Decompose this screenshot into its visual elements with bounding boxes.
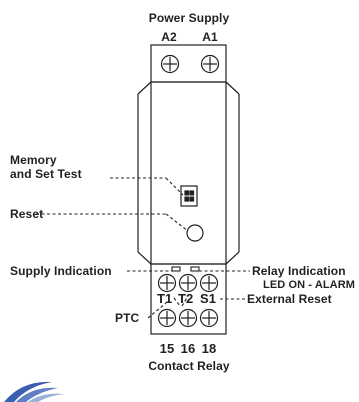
- screw-terminal-a1: [200, 54, 220, 74]
- terminal-a2-label: A2: [161, 30, 177, 44]
- terminal-18-label: 18: [201, 341, 217, 356]
- relay-led: [190, 266, 200, 272]
- screw-terminal-16: [178, 308, 198, 328]
- external-reset-label: External Reset: [247, 292, 332, 306]
- screw-terminal-t1: [157, 273, 177, 293]
- reset-label: Reset: [10, 207, 44, 221]
- screw-terminal-18: [199, 308, 219, 328]
- terminal-s1-label: S1: [200, 291, 217, 306]
- screw-terminal-t2: [178, 273, 198, 293]
- screw-terminal-a2: [160, 54, 180, 74]
- terminal-t2-label: T2: [178, 291, 194, 306]
- contact-relay-label: Contact Relay: [148, 359, 230, 373]
- terminal-15-label: 15: [159, 341, 175, 356]
- power-supply-label: Power Supply: [148, 11, 230, 25]
- memory-label: Memory: [10, 153, 57, 167]
- dip-switch-icon: [180, 185, 198, 207]
- supply-led: [171, 266, 181, 272]
- ptc-label: PTC: [115, 311, 140, 325]
- led-on-alarm-label: LED ON - ALARM: [263, 279, 356, 291]
- terminal-16-label: 16: [180, 341, 196, 356]
- screw-terminal-15: [157, 308, 177, 328]
- leader-ptc: [147, 302, 167, 319]
- supply-indication-label: Supply Indication: [10, 264, 112, 278]
- terminal-t1-label: T1: [157, 291, 173, 306]
- reset-button-icon: [186, 224, 204, 242]
- terminal-a1-label: A1: [202, 30, 218, 44]
- set-test-label: and Set Test: [10, 167, 82, 181]
- screw-terminal-s1: [199, 273, 219, 293]
- brand-logo: [4, 381, 64, 402]
- relay-indication-label: Relay Indication: [252, 264, 346, 278]
